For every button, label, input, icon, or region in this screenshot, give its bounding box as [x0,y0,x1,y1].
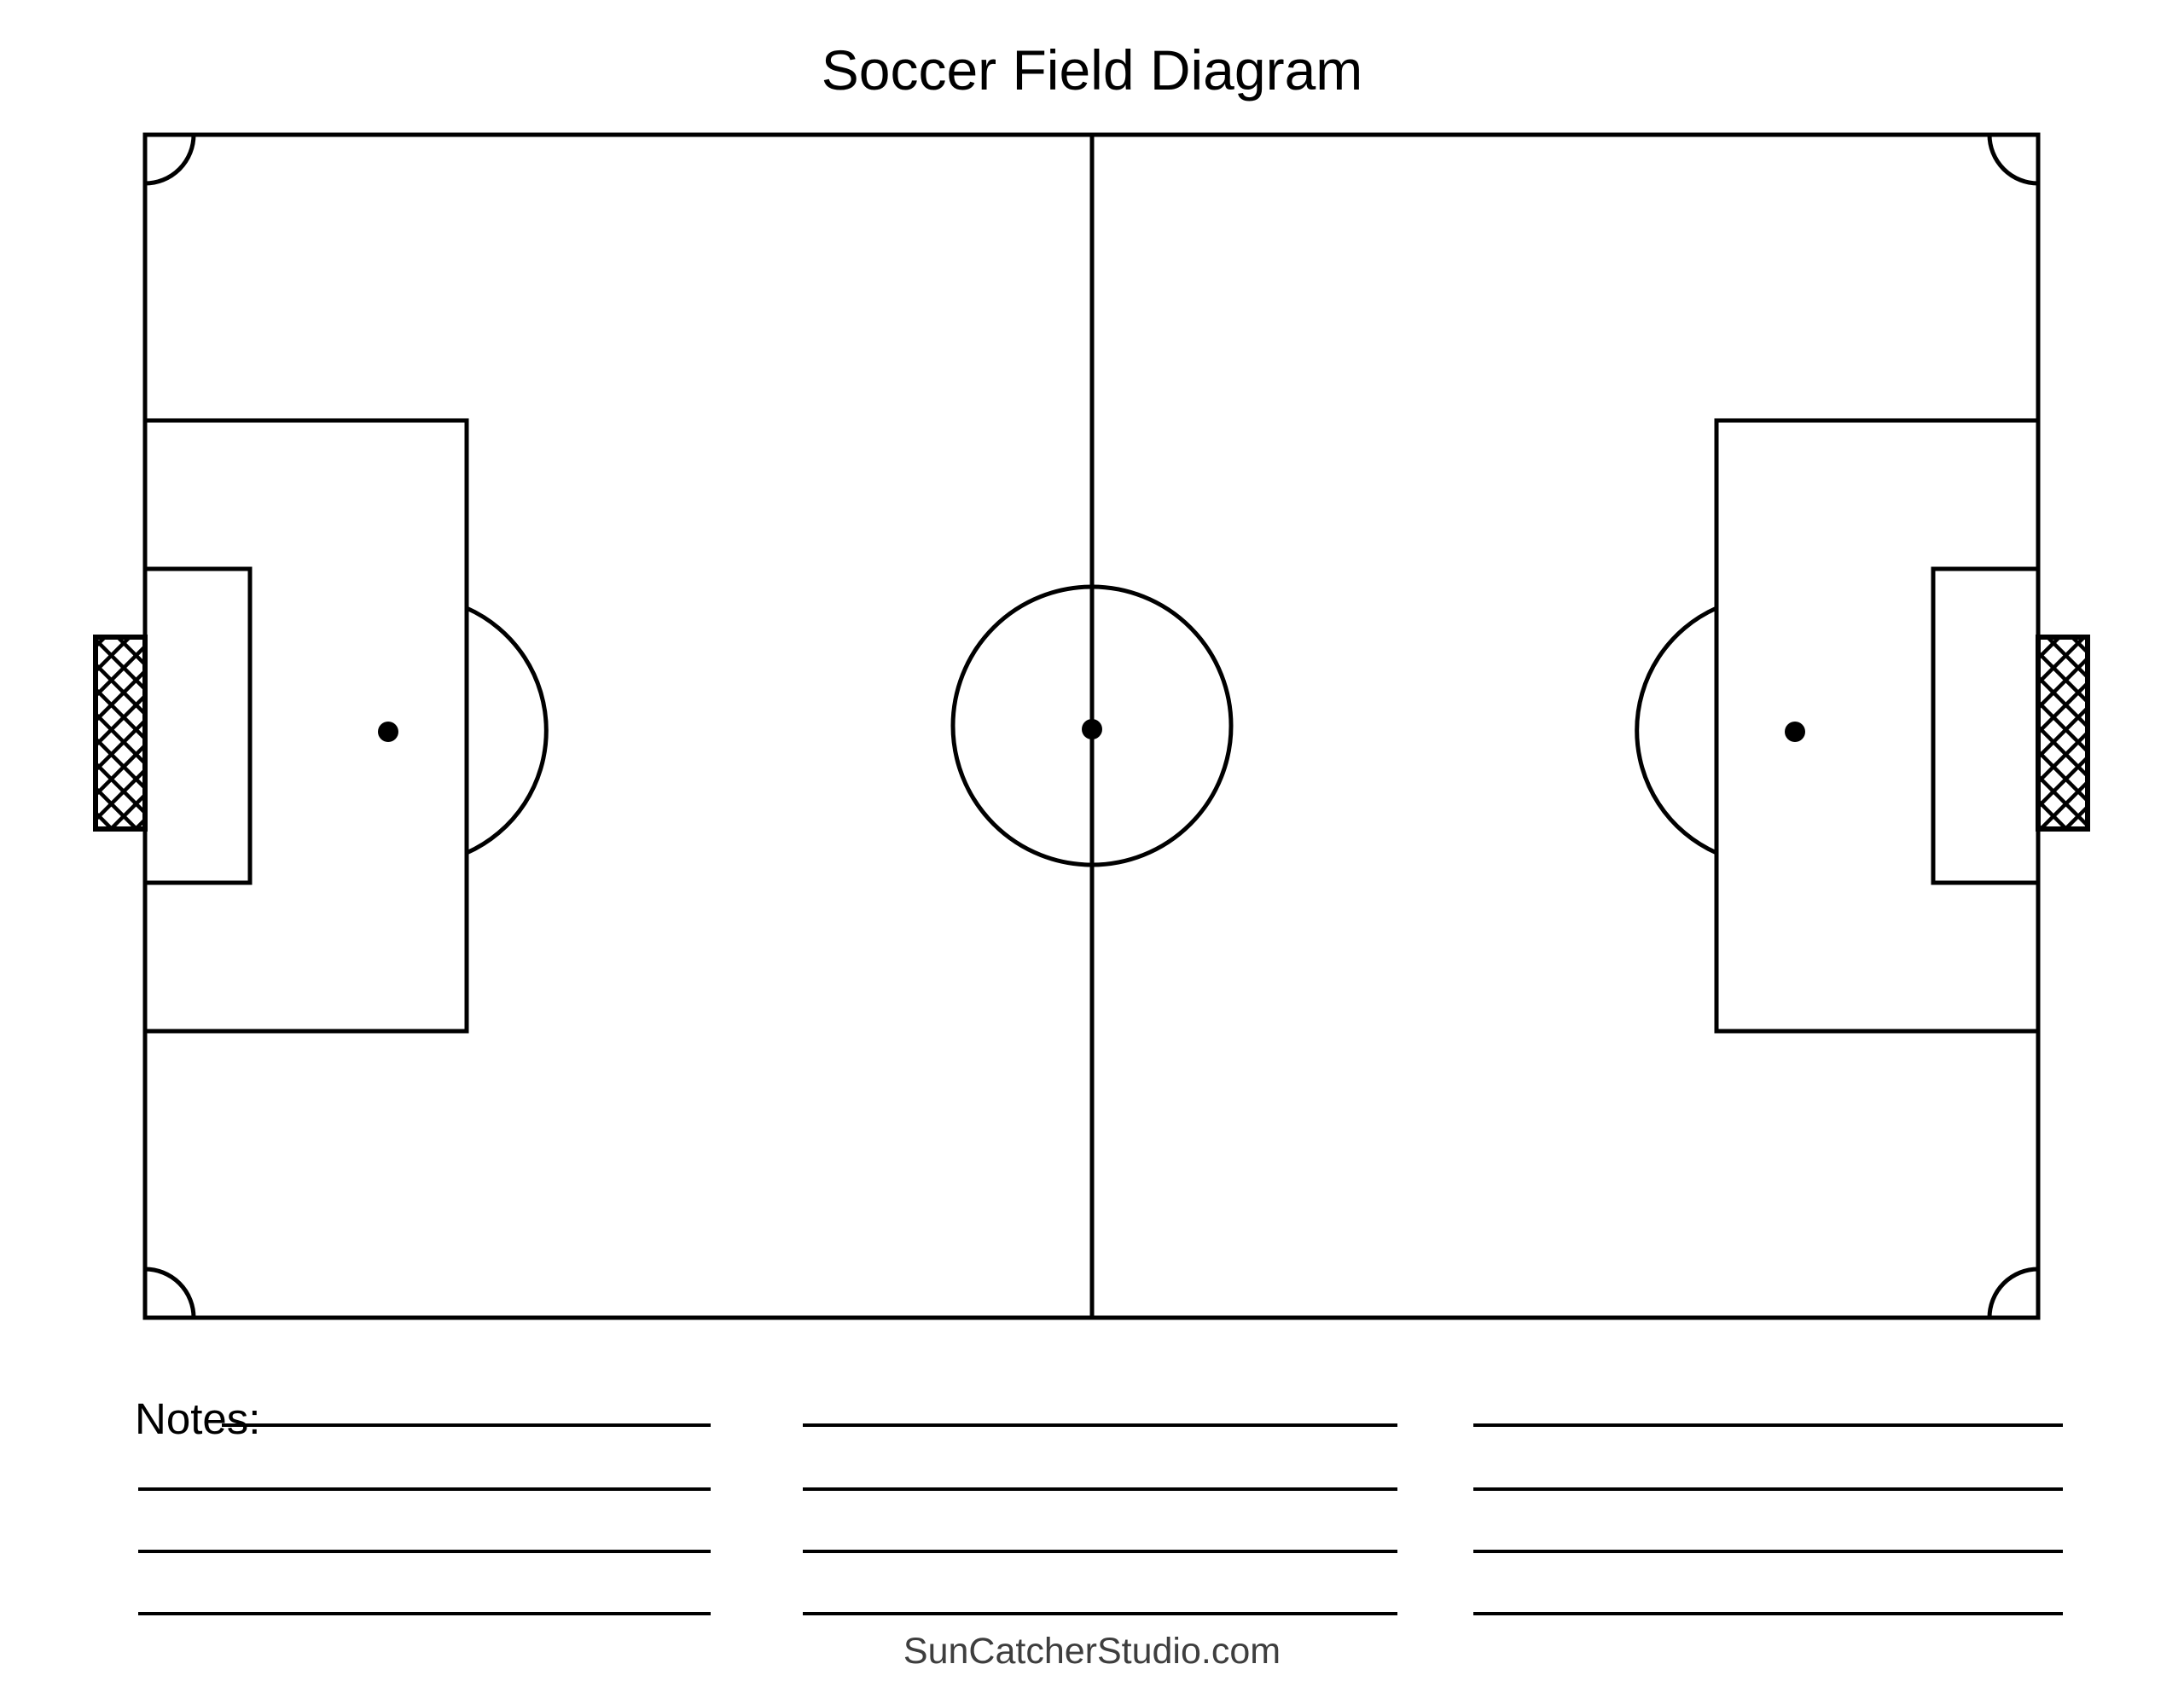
penalty-area-left [142,418,469,1034]
page-title: Soccer Field Diagram [821,38,1363,101]
penalty-arc-left [465,606,549,855]
center-circle [950,584,1234,867]
goal-right [2036,635,2090,832]
notes-column-3 [1473,1423,2063,1615]
penalty-spot-left [378,722,398,742]
penalty-area-right [1714,418,2041,1034]
penalty-arc-right [1635,606,1718,855]
corner-arc-top-left [144,134,196,186]
notes-label: Notes: [135,1394,261,1443]
corner-arc-top-right [1987,134,2039,186]
goal-left [93,635,148,832]
footer-credit: SunCatcherStudio.com [903,1631,1281,1672]
corner-arc-bottom-right [1987,1267,2039,1319]
goal-area-left [142,566,253,885]
notes-column-2 [803,1423,1397,1615]
penalty-spot-right [1785,722,1805,742]
goal-area-right [1931,566,2041,885]
center-spot [1082,719,1102,739]
notes-column-1 [138,1423,711,1615]
corner-arc-bottom-left [144,1267,196,1319]
